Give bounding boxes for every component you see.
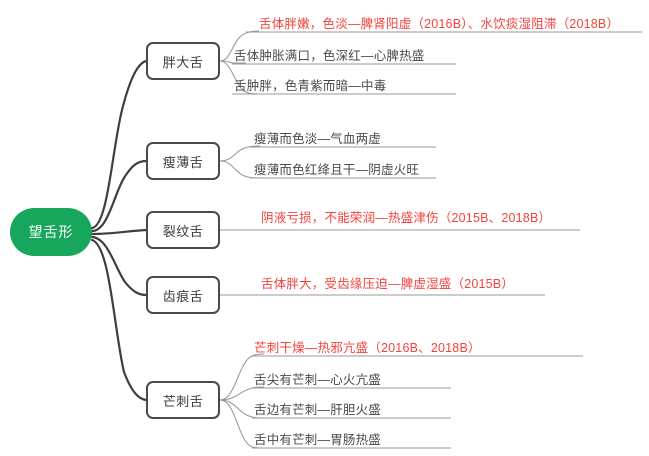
root-node[interactable]: 望舌形 <box>10 208 92 256</box>
branch-node-label: 瘦薄舌 <box>162 154 204 170</box>
branch-node-shoubaoshe[interactable]: 瘦薄舌 <box>146 142 220 180</box>
leaf-pangdashe-1[interactable]: 舌体胖嫩，色淡—脾肾阳虚（2016B）、水饮痰湿阻滞（2018B） <box>259 17 620 31</box>
leaf-mangcishe-2[interactable]: 舌尖有芒刺—心火亢盛 <box>254 373 382 387</box>
edge-root-to-chihenshe <box>90 235 148 297</box>
leaf-mangcishe-1[interactable]: 芒刺干燥—热邪亢盛（2016B、2018B） <box>254 341 481 355</box>
main-edges <box>90 59 148 402</box>
branch-node-label: 芒刺舌 <box>162 393 204 409</box>
leaf-pangdashe-3[interactable]: 舌肿胖，色青紫而暗—中毒 <box>234 79 387 93</box>
leaf-mangcishe-4[interactable]: 舌中有芒刺—胃肠热盛 <box>254 433 382 447</box>
edge-root-to-mangcishe <box>90 238 148 402</box>
branch-node-chihenshe[interactable]: 齿痕舌 <box>146 276 220 314</box>
branch-node-label: 齿痕舌 <box>162 288 204 304</box>
edge-root-to-pangdashe <box>90 59 148 230</box>
leaf-liewenshe-1[interactable]: 阴液亏损，不能荣润—热盛津伤（2015B、2018B） <box>261 211 552 225</box>
branch-node-mangcishe[interactable]: 芒刺舌 <box>146 381 220 419</box>
branch-node-pangdashe[interactable]: 胖大舌 <box>146 42 220 80</box>
root-node-label: 望舌形 <box>28 224 74 240</box>
branch-node-liewenshe[interactable]: 裂纹舌 <box>146 211 220 249</box>
leaf-pangdashe-2[interactable]: 舌体肿胀满口，色深红—心脾热盛 <box>234 49 425 63</box>
subedge-mangcishe-2 <box>219 386 265 401</box>
edge-root-to-liewenshe <box>90 228 148 236</box>
edge-root-to-shoubaoshe <box>90 159 148 233</box>
subedge-shoubaoshe-1 <box>219 145 261 162</box>
leaf-shoubaoshe-2[interactable]: 瘦薄而色红绛且干—阴虚火旺 <box>254 163 420 177</box>
leaf-mangcishe-3[interactable]: 舌边有芒刺—肝胆火盛 <box>254 403 382 417</box>
branch-node-label: 胖大舌 <box>162 54 204 70</box>
leaf-shoubaoshe-1[interactable]: 瘦薄而色淡—气血两虚 <box>254 132 382 146</box>
leaf-chihenshe-1[interactable]: 舌体胖大，受齿缘压迫—脾虚湿盛（2015B） <box>261 277 515 291</box>
branch-node-label: 裂纹舌 <box>162 223 204 239</box>
